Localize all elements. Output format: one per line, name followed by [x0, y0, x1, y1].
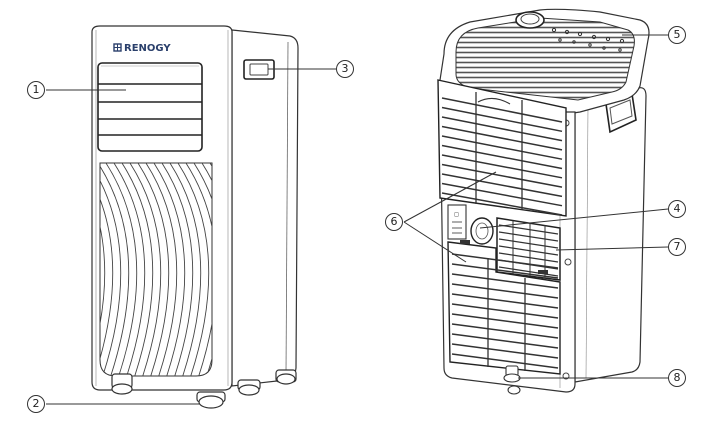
grille-hatch-line — [16, 160, 49, 390]
grille-hatch-line — [32, 160, 65, 390]
grille-hatch-line — [0, 160, 17, 390]
callout-8: 8 — [668, 369, 686, 387]
grille-hatch-line — [304, 160, 337, 390]
callout-4: 4 — [668, 200, 686, 218]
grille-hatch-line — [24, 160, 57, 390]
grille-hatch-line — [40, 160, 73, 390]
callout-2: 2 — [27, 395, 45, 413]
logo-text: RENOGY — [124, 43, 171, 54]
grille-hatch-line — [8, 160, 41, 390]
svg-text:◻: ◻ — [454, 211, 459, 218]
grille-hatch-line — [56, 160, 89, 390]
grille-hatch-line — [296, 160, 329, 390]
grille-hatch-line — [0, 160, 9, 390]
top-control-knob — [516, 12, 544, 28]
drain-outlet — [504, 366, 520, 394]
rear-view-unit: ◻ — [438, 9, 649, 394]
callout-3: 3 — [336, 60, 354, 78]
grille-hatch-line — [0, 160, 1, 390]
callout-1: 1 — [27, 81, 45, 99]
grille-hatch-line — [48, 160, 81, 390]
callout-6: 6 — [385, 213, 403, 231]
callout-7: 7 — [668, 238, 686, 256]
grille-hatch-line — [0, 160, 33, 390]
air-outlet-louvers — [98, 63, 202, 151]
grille-hatch-line — [312, 160, 345, 390]
callout-5: 5 — [668, 26, 686, 44]
front-view-unit: RENOGY — [0, 26, 345, 408]
grille-hatch-line — [0, 160, 25, 390]
